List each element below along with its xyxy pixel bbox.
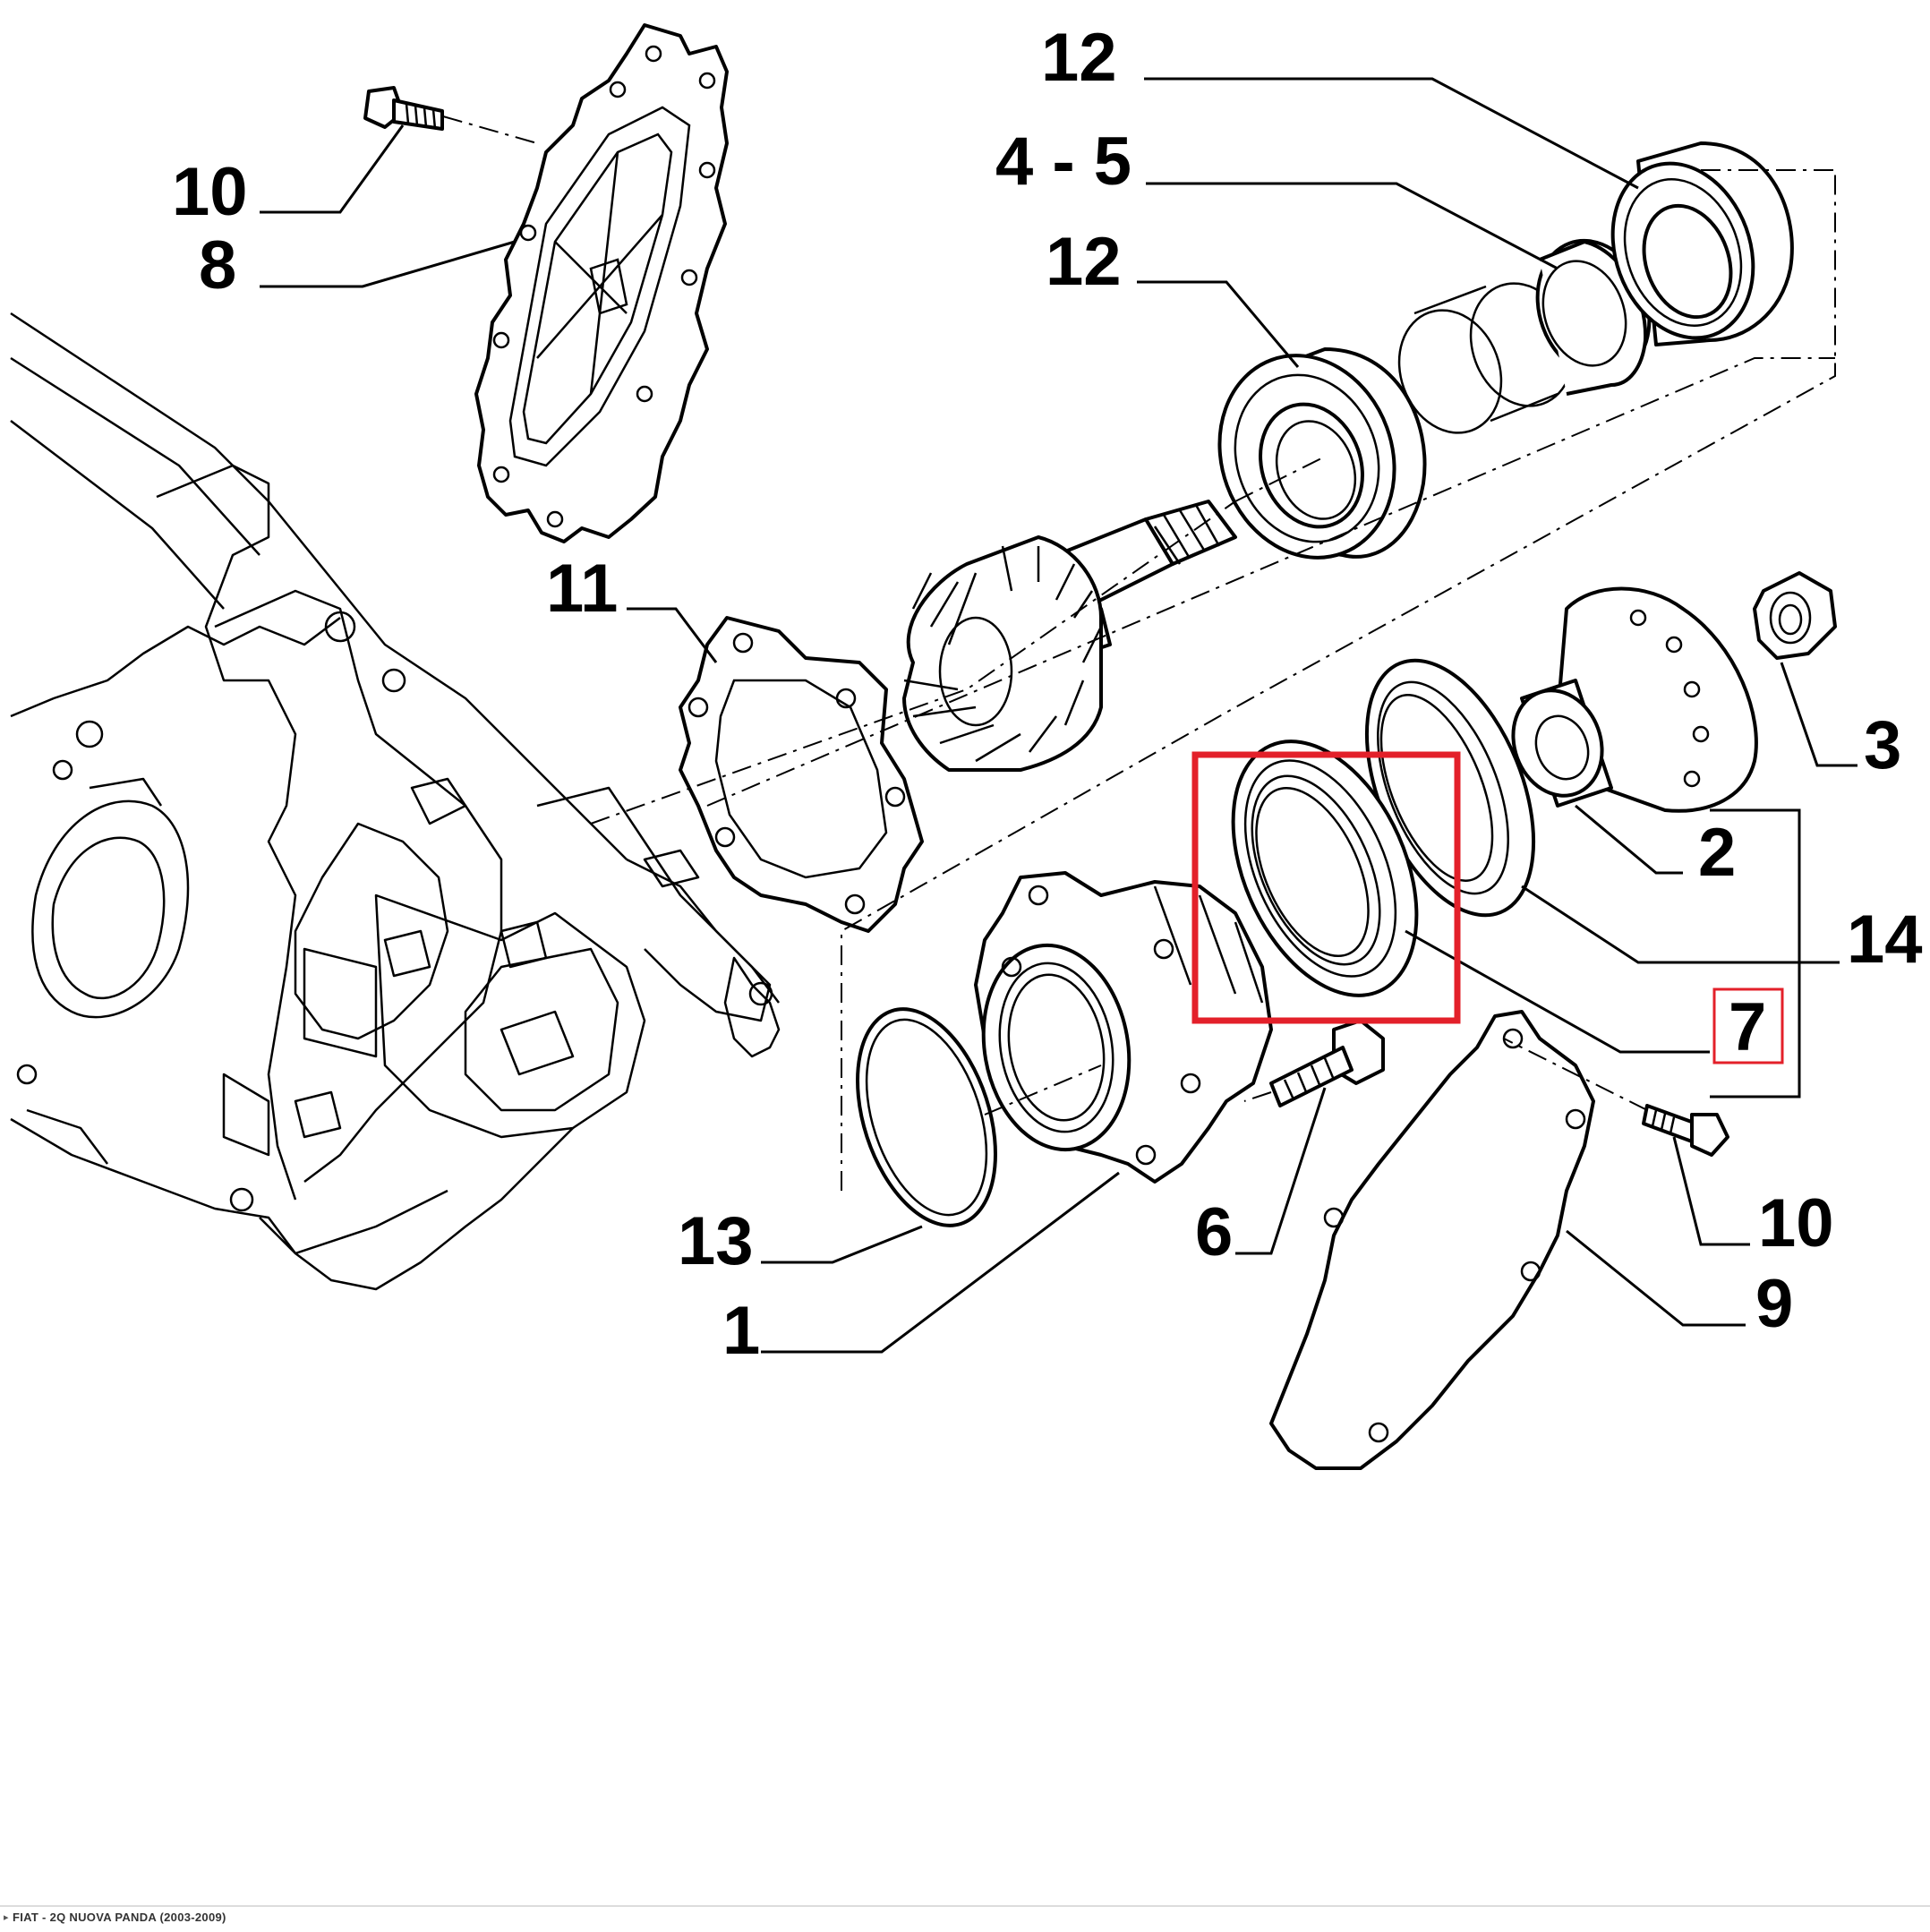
- callout-2: 2: [1698, 815, 1736, 891]
- gearbox-housing: [10, 312, 781, 1291]
- callout-8: 8: [199, 227, 236, 303]
- nut-part-3: [1753, 571, 1837, 660]
- callout-4-5: 4 - 5: [995, 124, 1132, 200]
- cover-plate-part-8: [474, 23, 729, 543]
- bolt-part-10-right: [1642, 1104, 1729, 1157]
- leader-lines: [260, 77, 1857, 1354]
- callout-6: 6: [1195, 1194, 1233, 1270]
- assembly-lines: [442, 115, 1836, 1191]
- callout-10-left: 10: [172, 154, 248, 230]
- breadcrumb-arrow-icon: ▸: [4, 1912, 9, 1923]
- pinion-shaft: [902, 500, 1237, 772]
- flange-part-2: [1511, 586, 1758, 813]
- callout-14: 14: [1847, 902, 1923, 978]
- bolt-part-10-left: [363, 86, 444, 131]
- callout-13: 13: [678, 1203, 754, 1279]
- footer-bar: ▸ FIAT - 2Q NUOVA PANDA (2003-2009): [0, 1905, 1930, 1932]
- highlight-box-label-7: [1712, 987, 1784, 1064]
- callout-1: 1: [722, 1293, 760, 1369]
- seal-part-14: [1364, 658, 1536, 918]
- bearing-part-12-top: [1610, 141, 1794, 346]
- bearing-housing-part-1: [974, 871, 1273, 1184]
- o-ring-part-13: [856, 1007, 997, 1227]
- callout-12-mid: 12: [1046, 224, 1122, 300]
- callout-7: 7: [1729, 989, 1766, 1065]
- gasket-part-11: [679, 616, 924, 933]
- callout-9: 9: [1755, 1266, 1793, 1342]
- spacer-sleeve: [1397, 282, 1575, 434]
- footer-model-label: FIAT - 2Q NUOVA PANDA (2003-2009): [13, 1911, 226, 1924]
- highlight-box-part-7: [1191, 751, 1461, 1024]
- callout-labels: 12 4 - 5 12 10 8 11 3 2 14 7 10 9 6 13 1: [172, 20, 1923, 1369]
- callout-12-top: 12: [1041, 20, 1117, 96]
- bearing-part-12-middle: [1217, 347, 1427, 560]
- callout-10-right: 10: [1758, 1185, 1834, 1261]
- cover-part-9: [1269, 1010, 1595, 1470]
- callout-3: 3: [1864, 707, 1901, 783]
- callout-11: 11: [546, 551, 618, 627]
- stud-part-6: [1269, 1019, 1385, 1107]
- oil-seal-part-7: [1231, 739, 1419, 997]
